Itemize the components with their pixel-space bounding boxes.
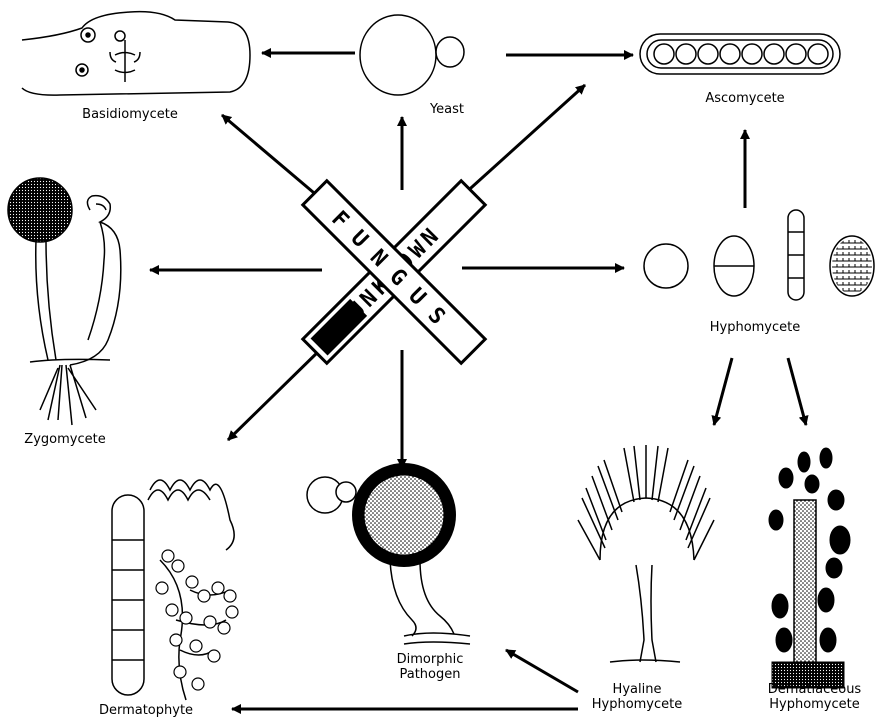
hyphomycete-illustration <box>644 210 874 300</box>
label-hyaline-line2: Hyphomycete <box>582 697 692 712</box>
arrow-hyphomycete-to-hyaline <box>714 358 732 425</box>
label-dimorphic-pathogen: Dimorphic Pathogen <box>380 652 480 682</box>
yeast-illustration <box>360 15 464 95</box>
basidiomycete-illustration <box>22 12 250 95</box>
dimorphic-pathogen-illustration <box>307 463 470 644</box>
arrow-hyphomycete-to-dematiaceous <box>788 358 806 425</box>
zygomycete-illustration <box>8 178 121 425</box>
label-dermatophyte: Dermatophyte <box>86 703 206 718</box>
label-zygomycete: Zygomycete <box>10 432 120 447</box>
label-ascomycete: Ascomycete <box>680 91 810 106</box>
arrow-center-to-dermatophyte <box>228 348 322 440</box>
label-dematiaceous-line1: Dematiaceous <box>752 682 877 697</box>
arrows <box>150 53 806 709</box>
dermatophyte-illustration <box>112 480 238 700</box>
label-hyaline-line1: Hyaline <box>582 682 692 697</box>
label-basidiomycete: Basidiomycete <box>60 107 200 122</box>
hyaline-hyphomycete-illustration <box>578 445 714 662</box>
label-yeast: Yeast <box>412 102 482 117</box>
dematiaceous-hyphomycete-illustration <box>769 448 850 688</box>
label-hyphomycete: Hyphomycete <box>690 320 820 335</box>
arrow-hyaline-to-dimorphic <box>506 650 578 692</box>
center-crossbuck-sign: UNKNOWN FUNGUS <box>303 181 485 363</box>
label-dimorphic-line1: Dimorphic <box>380 652 480 667</box>
ascomycete-illustration <box>640 34 840 74</box>
label-dimorphic-line2: Pathogen <box>380 667 480 682</box>
label-dematiaceous-hyphomycete: Dematiaceous Hyphomycete <box>752 682 877 712</box>
arrow-center-to-basidiomycete <box>222 115 320 198</box>
label-hyaline-hyphomycete: Hyaline Hyphomycete <box>582 682 692 712</box>
label-dematiaceous-line2: Hyphomycete <box>752 697 877 712</box>
